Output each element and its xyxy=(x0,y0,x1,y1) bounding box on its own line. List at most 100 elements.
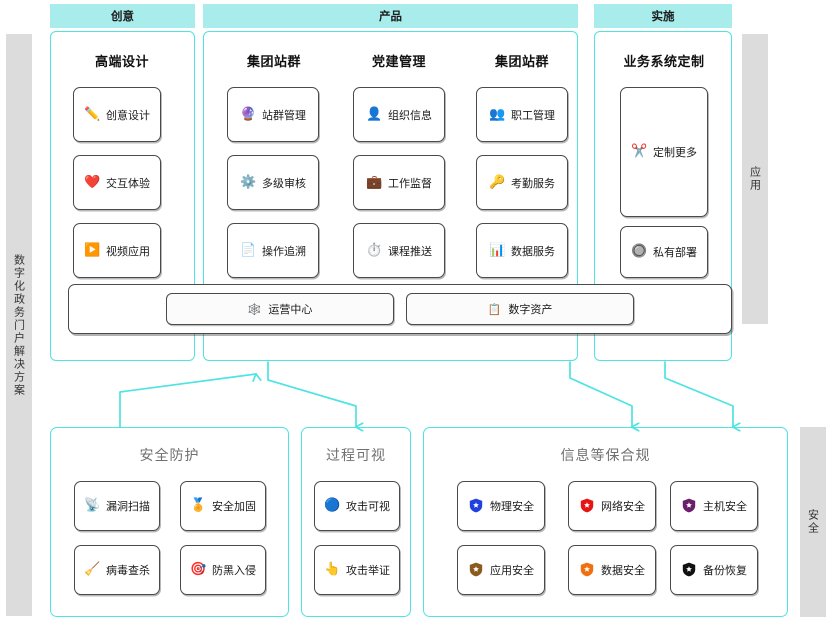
column-high-end-design: 高端设计 xyxy=(62,32,182,70)
ops-tile-label: 数字资产 xyxy=(508,303,553,316)
tile-label: 漏洞扫描 xyxy=(106,500,150,513)
group-panel-compliance: 信息等保合规 物理安全 网络安全 xyxy=(423,427,788,617)
hand-icon: 👆 xyxy=(324,562,341,577)
shield-icon xyxy=(579,562,595,578)
network-icon: 🕸️ xyxy=(247,302,262,316)
tile-backup-recovery[interactable]: 备份恢复 xyxy=(670,545,758,595)
tile-multilevel-review[interactable]: ⚙️ 多级审核 xyxy=(227,155,319,210)
column-title: 集团站群 xyxy=(494,55,549,70)
rail-solution-title: 数字化政务门户解决方案 xyxy=(6,34,32,616)
tile-site-cluster-management[interactable]: 🔮 站群管理 xyxy=(227,87,319,142)
tile-label: 组织信息 xyxy=(388,108,432,122)
tile-label: 攻击可视 xyxy=(346,500,390,513)
play-icon: ▶️ xyxy=(84,242,101,258)
lower-panel-title: 过程可视 xyxy=(326,448,386,464)
cloud-icon: 🔘 xyxy=(631,244,648,259)
tile-label: 病毒查杀 xyxy=(106,564,150,577)
tile-virus-killing[interactable]: 🧹 病毒查杀 xyxy=(74,545,160,595)
category-strip-creative: 创意 xyxy=(50,4,195,28)
tile-label: 应用安全 xyxy=(490,564,534,577)
timer-icon: ⏱️ xyxy=(366,242,383,258)
tile-attendance-service[interactable]: 🔑 考勤服务 xyxy=(476,155,568,210)
ops-tile-digital-assets[interactable]: 📋 数字资产 xyxy=(406,293,634,325)
column-title: 业务系统定制 xyxy=(623,55,705,70)
tile-data-security[interactable]: 数据安全 xyxy=(568,545,656,595)
tile-work-supervision[interactable]: 💼 工作监督 xyxy=(353,155,445,210)
ops-tile-operation-center[interactable]: 🕸️ 运营中心 xyxy=(166,293,394,325)
tile-security-hardening[interactable]: 🏅 安全加固 xyxy=(180,481,266,531)
rail-security-label: 安全 xyxy=(806,509,820,535)
briefcase-icon: 💼 xyxy=(366,174,383,190)
tile-label: 课程推送 xyxy=(388,244,432,258)
tile-label: 私有部署 xyxy=(653,246,697,259)
tile-network-security[interactable]: 网络安全 xyxy=(568,481,656,531)
tile-host-security[interactable]: 主机安全 xyxy=(670,481,758,531)
category-strip-label: 实施 xyxy=(651,9,675,23)
column-group-site-cluster-a: 集团站群 xyxy=(214,32,334,70)
tile-physical-security[interactable]: 物理安全 xyxy=(457,481,545,531)
rail-security: 安全 xyxy=(800,427,826,617)
column-group-site-cluster-b: 集团站群 xyxy=(462,32,582,70)
tile-label: 职工管理 xyxy=(511,108,555,122)
chart-icon: 📊 xyxy=(489,242,506,258)
tile-creative-design[interactable]: ✏️ 创意设计 xyxy=(73,87,161,142)
tile-private-deployment[interactable]: 🔘 私有部署 xyxy=(620,226,708,278)
category-strip-label: 创意 xyxy=(111,9,134,23)
tile-video-application[interactable]: ▶️ 视频应用 xyxy=(73,223,161,278)
operations-bar: 🕸️ 运营中心 📋 数字资产 xyxy=(68,284,732,334)
shield-icon xyxy=(681,498,697,514)
category-strip-implementation: 实施 xyxy=(594,4,732,28)
rail-application-label: 应用 xyxy=(748,166,762,192)
column-title: 党建管理 xyxy=(371,55,426,70)
rail-solution-label: 数字化政务门户解决方案 xyxy=(12,253,26,397)
pencil-icon: ✏️ xyxy=(84,106,101,122)
shield-icon xyxy=(681,562,697,578)
tile-label: 交互体验 xyxy=(106,176,150,190)
globe-icon: 🔮 xyxy=(240,106,257,122)
gauge-icon: 🔵 xyxy=(324,498,341,513)
ops-tile-label: 运营中心 xyxy=(268,303,313,316)
tile-label: 防黑入侵 xyxy=(212,564,256,577)
scissors-icon: ✂️ xyxy=(631,144,648,159)
tile-organization-info[interactable]: 👤 组织信息 xyxy=(353,87,445,142)
tile-label: 数据服务 xyxy=(511,244,555,258)
document-icon: 📄 xyxy=(240,242,257,258)
category-strip-label: 产品 xyxy=(379,9,402,23)
tile-label: 操作追溯 xyxy=(262,244,306,258)
person-icon: 👤 xyxy=(366,106,383,122)
lower-panel-title: 信息等保合规 xyxy=(560,448,651,464)
tile-interaction-experience[interactable]: ❤️ 交互体验 xyxy=(73,155,161,210)
lower-panel-title: 安全防护 xyxy=(139,448,200,464)
tile-vulnerability-scan[interactable]: 📡 漏洞扫描 xyxy=(74,481,160,531)
tile-course-push[interactable]: ⏱️ 课程推送 xyxy=(353,223,445,278)
broom-icon: 🧹 xyxy=(84,562,101,577)
column-title: 高端设计 xyxy=(94,55,149,70)
tile-operation-tracing[interactable]: 📄 操作追溯 xyxy=(227,223,319,278)
tile-label: 物理安全 xyxy=(490,500,534,513)
target-icon: 🎯 xyxy=(190,562,207,577)
tile-attack-visualization[interactable]: 🔵 攻击可视 xyxy=(314,481,400,531)
list-icon: 📋 xyxy=(487,302,502,316)
tile-label: 备份恢复 xyxy=(703,564,747,577)
tile-customize-more[interactable]: ✂️ 定制更多 xyxy=(620,87,708,217)
scan-icon: 📡 xyxy=(84,498,101,513)
tile-label: 考勤服务 xyxy=(511,176,555,190)
group-panel-creative: 高端设计 ✏️ 创意设计 ❤️ 交互体验 ▶️ 视频应用 xyxy=(50,31,195,361)
tile-label: 站群管理 xyxy=(262,108,306,122)
column-party-building: 党建管理 xyxy=(339,32,459,70)
tile-staff-management[interactable]: 👥 职工管理 xyxy=(476,87,568,142)
group-panel-process-visibility: 过程可视 🔵 攻击可视 👆 攻击举证 xyxy=(301,427,411,617)
tile-data-service[interactable]: 📊 数据服务 xyxy=(476,223,568,278)
tile-attack-evidence[interactable]: 👆 攻击举证 xyxy=(314,545,400,595)
tile-label: 主机安全 xyxy=(703,500,747,513)
shield-icon xyxy=(468,562,484,578)
heart-icon: ❤️ xyxy=(84,174,101,190)
tile-label: 网络安全 xyxy=(601,500,645,513)
tile-anti-hacker-intrusion[interactable]: 🎯 防黑入侵 xyxy=(180,545,266,595)
column-title: 集团站群 xyxy=(246,55,301,70)
tile-application-security[interactable]: 应用安全 xyxy=(457,545,545,595)
tile-label: 多级审核 xyxy=(262,176,306,190)
rail-application: 应用 xyxy=(742,34,768,324)
tile-label: 安全加固 xyxy=(212,500,256,513)
tile-label: 视频应用 xyxy=(106,244,150,258)
